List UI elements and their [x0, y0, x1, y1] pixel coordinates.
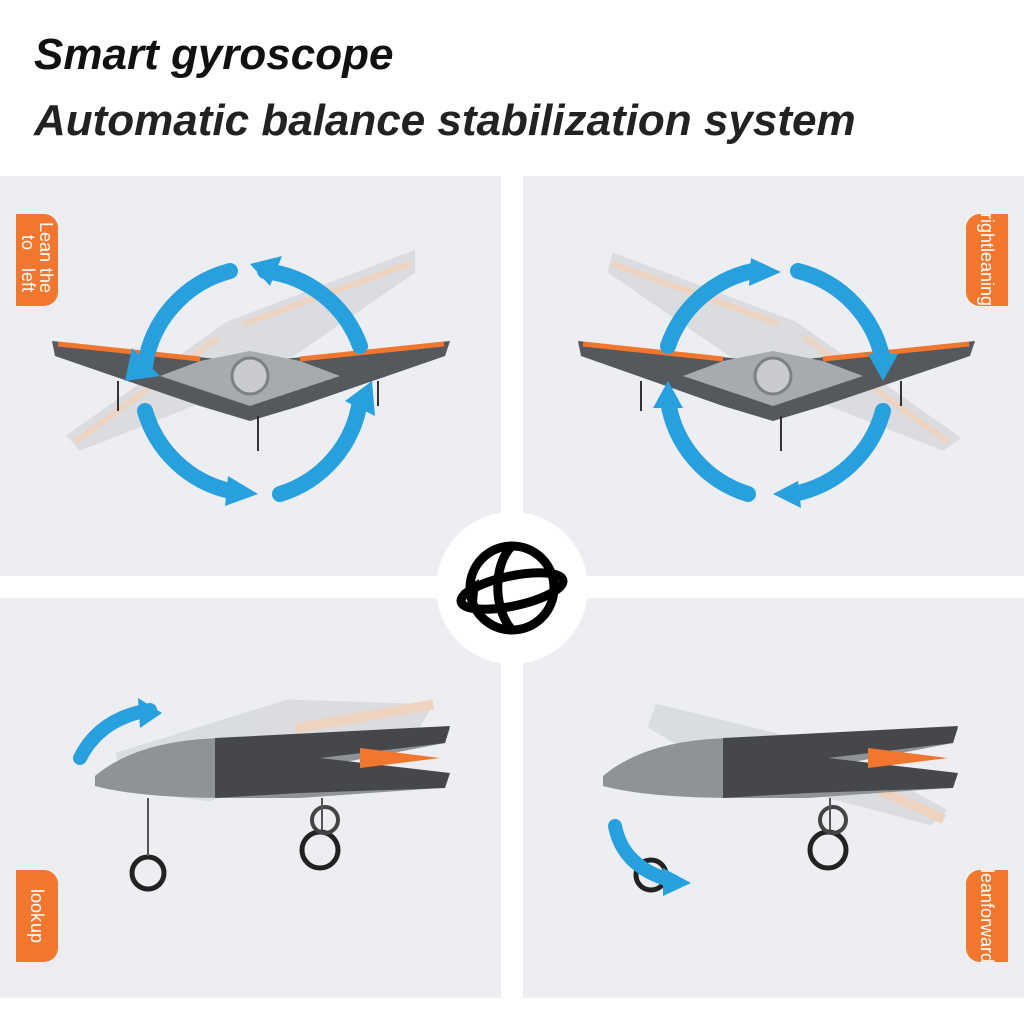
label-line: Lean to — [18, 222, 56, 263]
label-lean-left: Lean to the left — [16, 214, 58, 306]
label-line: lean — [977, 868, 997, 903]
panel-right-leaning: right leaning — [523, 176, 1024, 576]
plane-look-up-illustration — [73, 698, 450, 892]
label-line: right — [977, 213, 997, 249]
label-line: the left — [18, 267, 56, 293]
gyroscope-icon — [456, 541, 568, 635]
label-line: up — [27, 922, 47, 943]
plane-right-leaning-illustration — [578, 252, 975, 508]
panel-lean-left: Lean to the left — [0, 176, 501, 576]
label-right-leaning: right leaning — [966, 213, 1008, 307]
page-title: Smart gyroscope — [34, 30, 394, 79]
label-look-up: look up — [16, 870, 58, 962]
panel-lean-forward: lean forward — [523, 598, 1024, 998]
plane-lean-forward-illustration — [603, 703, 958, 896]
label-line: forward — [977, 903, 997, 964]
gyroscope-badge — [436, 512, 588, 664]
label-line: look — [27, 889, 47, 923]
page-subtitle: Automatic balance stabilization system — [34, 96, 856, 145]
label-line: leaning — [977, 248, 997, 307]
plane-lean-left-illustration — [52, 250, 450, 506]
label-lean-forward: lean forward — [966, 868, 1008, 964]
panel-look-up: look up — [0, 598, 501, 998]
rotation-arrow-icon — [137, 263, 368, 502]
